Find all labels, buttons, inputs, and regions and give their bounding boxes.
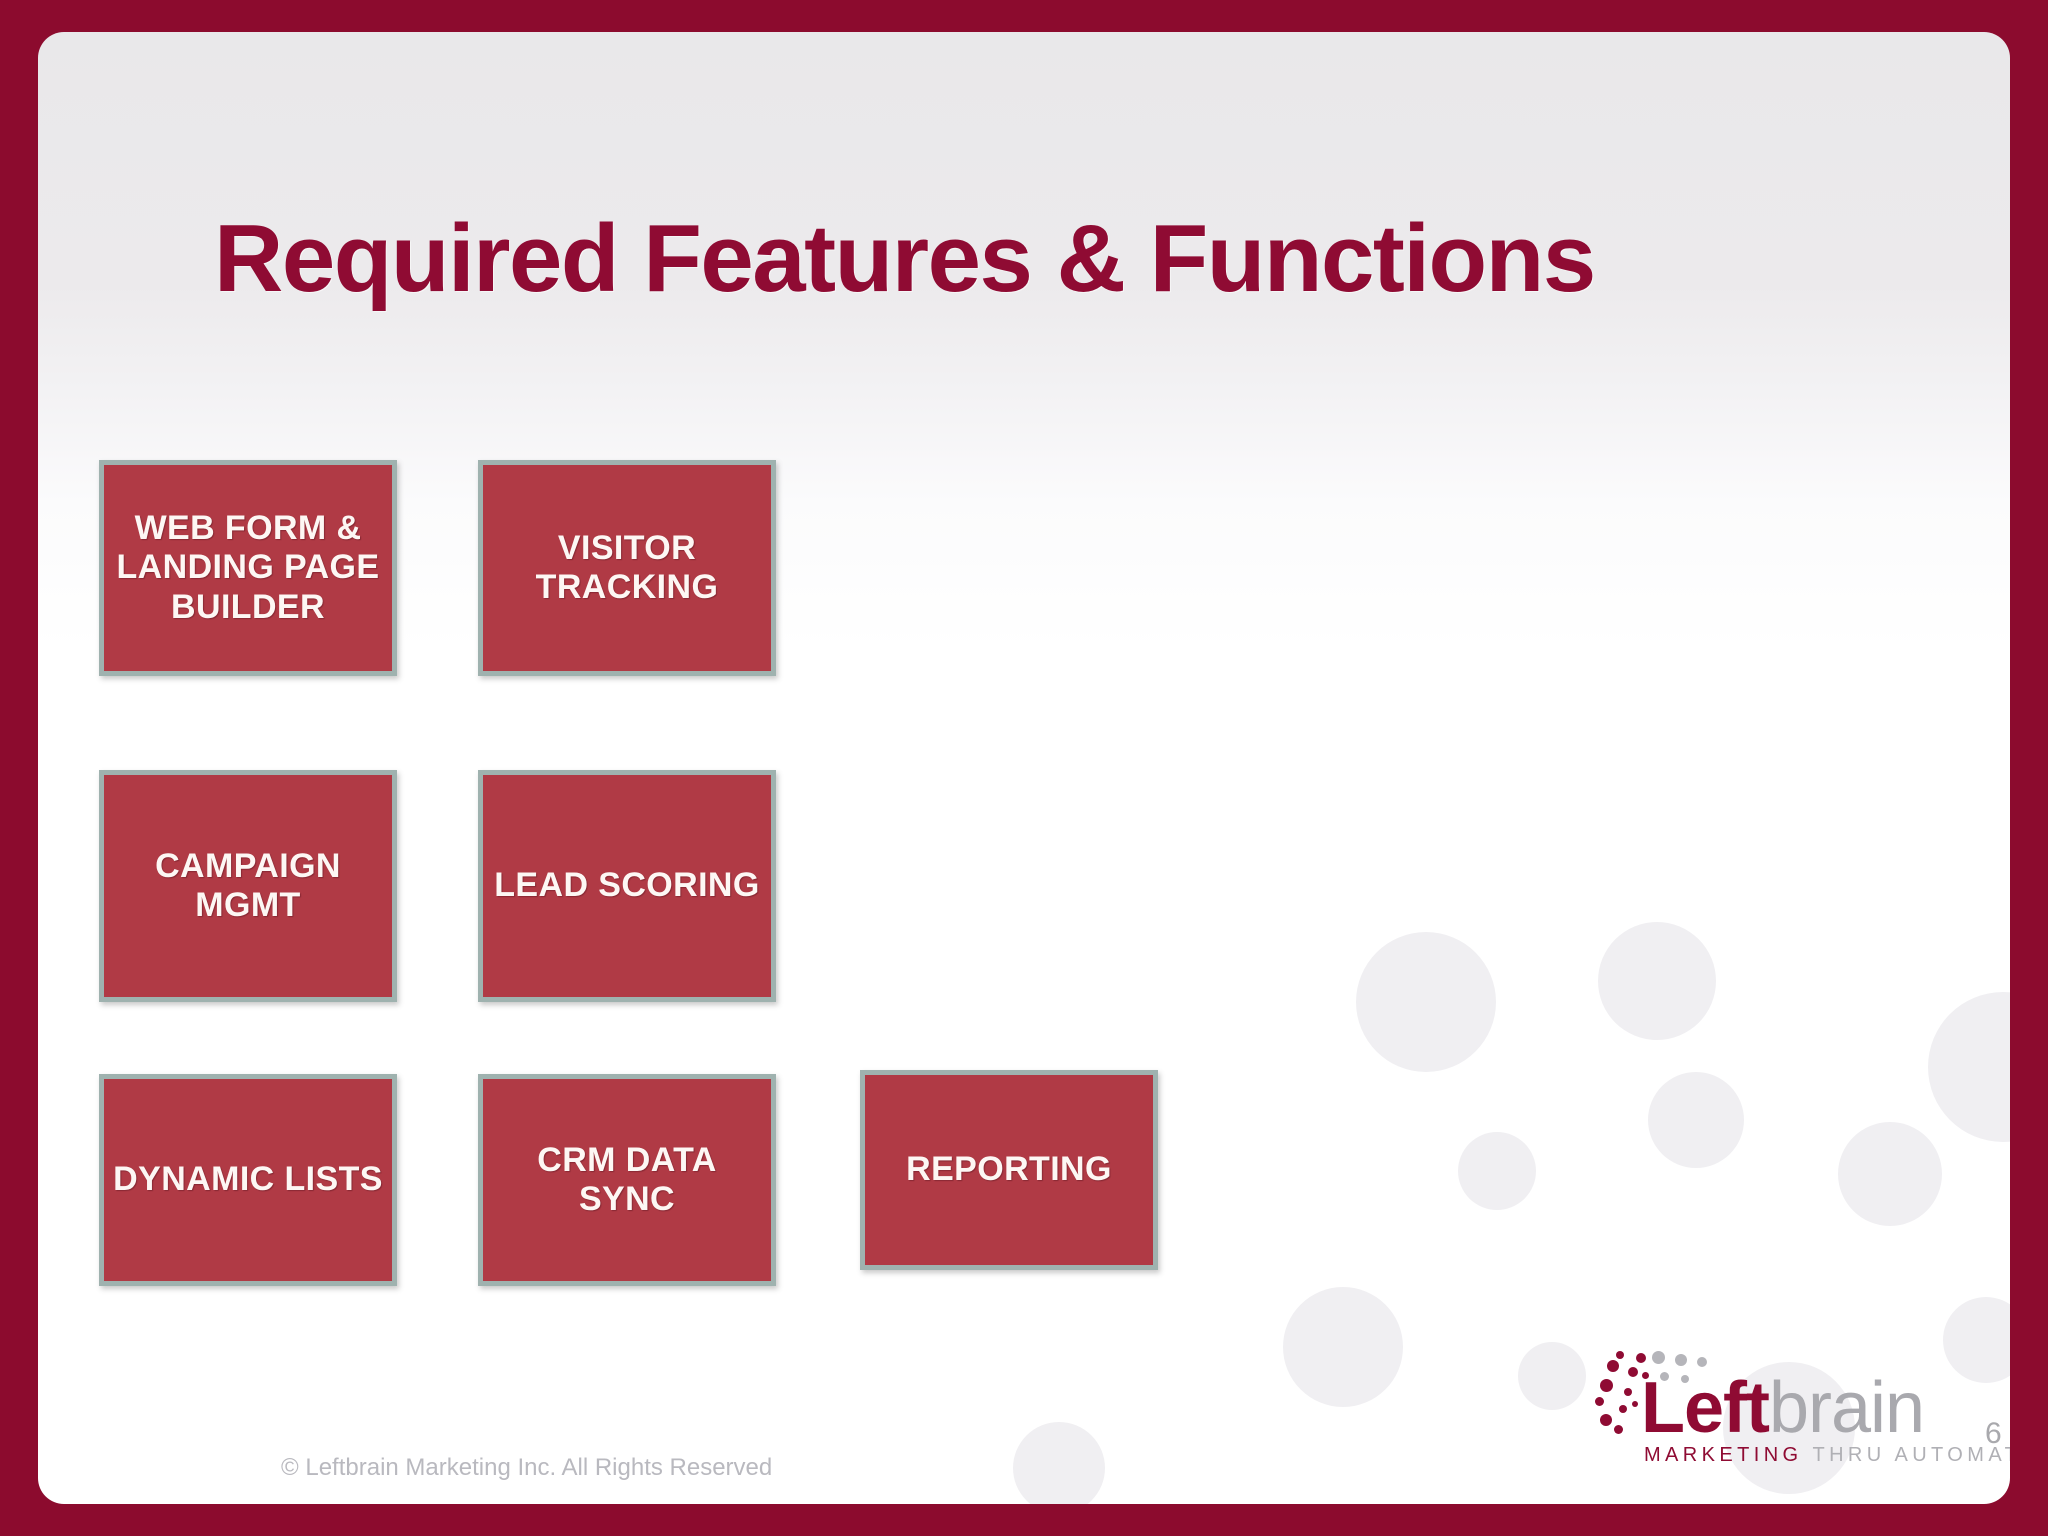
logo-dot — [1595, 1397, 1604, 1406]
feature-box-campaign-mgmt[interactable]: CAMPAIGN MGMT — [99, 770, 397, 1002]
slide-canvas: Required Features & Functions WEB FORM &… — [38, 32, 2010, 1504]
logo-dot — [1636, 1353, 1646, 1363]
logo-dot — [1681, 1375, 1689, 1383]
logo-dot — [1619, 1405, 1627, 1413]
decorative-bubble — [1458, 1132, 1536, 1210]
feature-box-reporting[interactable]: REPORTING — [860, 1070, 1158, 1270]
logo-dot — [1697, 1357, 1707, 1367]
logo-tagline-marketing: MARKETING — [1644, 1444, 1803, 1466]
page-title: Required Features & Functions — [214, 205, 1596, 312]
decorative-bubble — [1648, 1072, 1744, 1168]
logo-word-left: Left — [1641, 1368, 1770, 1448]
leftbrain-logo: Leftbrain MARKETING THRU AUTOMATION — [1583, 1348, 2010, 1488]
decorative-bubble — [1598, 922, 1716, 1040]
decorative-bubble — [1013, 1422, 1105, 1504]
logo-dot — [1628, 1367, 1638, 1377]
decorative-bubble — [1723, 1362, 1855, 1494]
logo-word-brain: brain — [1768, 1368, 1925, 1448]
logo-dot — [1607, 1360, 1619, 1372]
feature-box-label: REPORTING — [906, 1150, 1112, 1189]
feature-box-dynamic-lists[interactable]: DYNAMIC LISTS — [99, 1074, 397, 1286]
feature-box-label: VISITOR TRACKING — [535, 528, 719, 606]
feature-box-visitor-tracking[interactable]: VISITOR TRACKING — [478, 460, 776, 676]
feature-box-crm-data-sync[interactable]: CRM DATA SYNC — [478, 1074, 776, 1286]
logo-dot — [1600, 1379, 1613, 1392]
logo-dot — [1652, 1351, 1665, 1364]
feature-box-label: CAMPAIGN MGMT — [155, 846, 341, 924]
logo-dot — [1624, 1388, 1632, 1396]
decorative-bubble — [1356, 932, 1496, 1072]
logo-dot — [1675, 1354, 1687, 1366]
logo-dot — [1614, 1425, 1623, 1434]
logo-dot — [1660, 1372, 1669, 1381]
decorative-bubble — [1838, 1122, 1942, 1226]
logo-dot — [1632, 1401, 1638, 1407]
copyright-text: © Leftbrain Marketing Inc. All Rights Re… — [281, 1454, 773, 1481]
decorative-bubble — [1283, 1287, 1403, 1407]
feature-box-label: DYNAMIC LISTS — [113, 1160, 383, 1199]
logo-dot — [1642, 1372, 1649, 1379]
feature-grid: WEB FORM & LANDING PAGE BUILDER VISITOR … — [38, 32, 2010, 1504]
logo-wordmark: Leftbrain — [1641, 1372, 1925, 1444]
logo-tagline: MARKETING THRU AUTOMATION — [1644, 1444, 2010, 1467]
feature-box-label: LEAD SCORING — [494, 866, 760, 905]
logo-dot — [1616, 1351, 1624, 1359]
decorative-bubble — [1518, 1342, 1586, 1410]
feature-box-web-form-landing-page-builder[interactable]: WEB FORM & LANDING PAGE BUILDER — [99, 460, 397, 676]
feature-box-label: WEB FORM & LANDING PAGE BUILDER — [116, 508, 380, 626]
logo-dot — [1600, 1414, 1612, 1426]
page-number: 6 — [1985, 1417, 2002, 1450]
feature-box-lead-scoring[interactable]: LEAD SCORING — [478, 770, 776, 1002]
feature-box-label: CRM DATA SYNC — [537, 1140, 717, 1218]
decorative-bubble — [1943, 1297, 2010, 1383]
logo-tagline-thru: THRU AUTOMATION — [1812, 1444, 2010, 1466]
